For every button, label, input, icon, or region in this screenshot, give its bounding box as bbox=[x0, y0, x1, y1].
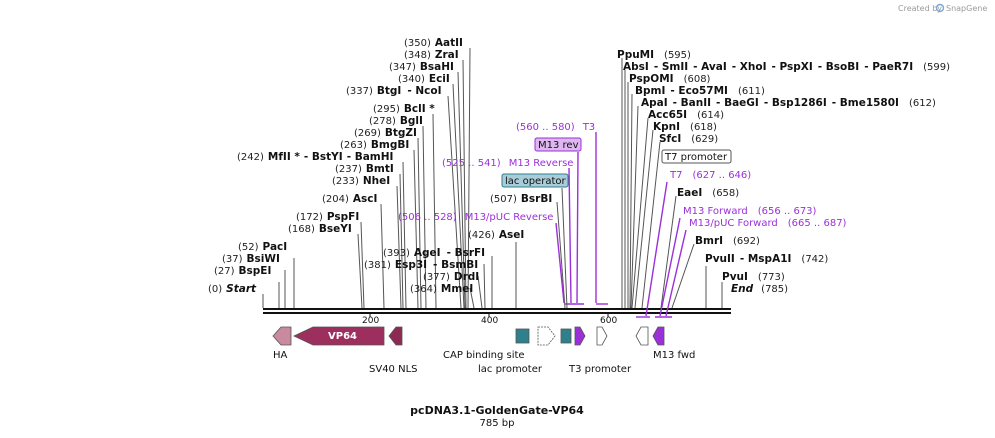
cap-binding-site-box[interactable] bbox=[515, 328, 530, 344]
site-label-ecii[interactable]: (340)EciI bbox=[398, 73, 450, 85]
feature-track: VP64 bbox=[272, 326, 665, 346]
site-label-bmgbi[interactable]: (263)BmgBI bbox=[340, 139, 409, 151]
site-label-bmti[interactable]: (237)BmtI bbox=[335, 163, 394, 175]
snapgene-logo-icon bbox=[935, 3, 945, 13]
m13-fwd-glyph[interactable] bbox=[652, 326, 665, 346]
site-label-zrai[interactable]: (348)ZraI bbox=[404, 49, 459, 61]
map-length: 785 bp bbox=[480, 418, 515, 429]
primer-label-m13-rev: M13 rev bbox=[538, 140, 579, 151]
primer-leaders bbox=[555, 132, 687, 318]
t3-promoter-arrow[interactable] bbox=[596, 326, 608, 346]
primer-binding-sites: (560 .. 580)T3 M13 rev (525 .. 541)M13 R… bbox=[398, 122, 847, 318]
site-label-bgli[interactable]: (278)BglI bbox=[369, 115, 423, 127]
m13-rev-glyph[interactable] bbox=[574, 326, 586, 346]
site-label-pvuii-mspa1i[interactable]: PvuII- MspA1I(742) bbox=[705, 253, 828, 265]
site-label-absi-group[interactable]: AbsI- SmII- AvaI- XhoI- PspXI- BsoBI- Pa… bbox=[623, 61, 950, 73]
t7-promoter-arrow[interactable] bbox=[635, 326, 649, 346]
site-label-asci[interactable]: (204)AscI bbox=[322, 193, 377, 205]
feature-label-ha: HA bbox=[273, 350, 288, 361]
primer-label-t7[interactable]: T7(627 .. 646) bbox=[669, 170, 751, 181]
ha-arrow[interactable] bbox=[272, 326, 292, 346]
site-label-btgi-ncoi[interactable]: (337)BtgI- NcoI bbox=[346, 85, 442, 97]
site-label-kpni[interactable]: KpnI(618) bbox=[653, 121, 717, 133]
primer-label-m13-puc-reverse[interactable]: (506 .. 528)M13/pUC Reverse bbox=[398, 212, 553, 223]
site-label-bpmi-eco57mi[interactable]: BpmI- Eco57MI(611) bbox=[635, 85, 765, 97]
map-title: pcDNA3.1-GoldenGate-VP64 bbox=[410, 404, 584, 417]
tick-600: 600 bbox=[600, 316, 617, 326]
site-label-agei-bsrfi[interactable]: (393)AgeI- BsrFI bbox=[383, 247, 485, 259]
sv40-nls-arrow[interactable] bbox=[388, 326, 403, 346]
site-label-mfii-bstyi-bamhi[interactable]: (242)MfII *- BstYI- BamHI bbox=[237, 151, 393, 163]
site-label-apai-group[interactable]: ApaI- BanII- BaeGI- Bsp1286I- Bme1580I(6… bbox=[641, 97, 936, 109]
primer-label-t3[interactable]: (560 .. 580)T3 bbox=[516, 122, 595, 133]
lac-operator-leader bbox=[561, 187, 568, 309]
site-label-bsahi[interactable]: (347)BsaHI bbox=[389, 61, 454, 73]
tick-400: 400 bbox=[481, 316, 498, 326]
site-label-btgzi[interactable]: (269)BtgZI bbox=[354, 127, 417, 139]
feature-label-lac-promoter: lac promoter bbox=[478, 364, 543, 375]
t7-promoter-label: T7 promoter bbox=[664, 152, 728, 163]
site-label-ppumi[interactable]: PpuMI(595) bbox=[617, 49, 691, 61]
site-label-bsiwi[interactable]: (37)BsiWI bbox=[222, 253, 280, 265]
feature-label-m13-fwd: M13 fwd bbox=[653, 350, 695, 361]
site-label-pspfi[interactable]: (172)PspFI bbox=[296, 211, 359, 223]
site-label-paci[interactable]: (52)PacI bbox=[238, 241, 287, 253]
lac-promoter-arrow[interactable] bbox=[537, 326, 556, 346]
m13-rev-box[interactable] bbox=[534, 137, 582, 152]
site-label-eaei[interactable]: EaeI(658) bbox=[677, 187, 739, 199]
feature-label-sv40-nls: SV40 NLS bbox=[369, 364, 418, 375]
end-label: End(785) bbox=[731, 283, 788, 295]
primer-label-m13-puc-forward[interactable]: M13/pUC Forward(665 .. 687) bbox=[689, 218, 847, 229]
primer-label-m13-forward[interactable]: M13 Forward(656 .. 673) bbox=[683, 206, 817, 217]
feature-label-t3-promoter: T3 promoter bbox=[568, 364, 632, 375]
primer-label-m13-reverse[interactable]: (525 .. 541)M13 Reverse bbox=[442, 158, 573, 169]
vp64-arrow[interactable] bbox=[293, 326, 385, 346]
vp64-inner-label: VP64 bbox=[328, 331, 357, 342]
site-label-pspomi[interactable]: PspOMI(608) bbox=[629, 73, 711, 85]
start-label: (0)Start bbox=[208, 283, 257, 295]
site-label-sfci[interactable]: SfcI(629) bbox=[659, 133, 718, 145]
tick-200: 200 bbox=[362, 316, 379, 326]
enzyme-labels-right: PpuMI(595) AbsI- SmII- AvaI- XhoI- PspXI… bbox=[617, 49, 950, 283]
site-label-nhei[interactable]: (233)NheI bbox=[332, 175, 390, 187]
enzyme-labels-left: (350)AatII (348)ZraI (347)BsaHI (340)Eci… bbox=[214, 37, 552, 295]
site-label-bseyi[interactable]: (168)BseYI bbox=[288, 223, 352, 235]
site-label-mmei[interactable]: (364)MmeI bbox=[410, 283, 473, 295]
lac-operator-box[interactable] bbox=[501, 173, 569, 188]
feature-labels: HA SV40 NLS CAP binding site lac promote… bbox=[273, 350, 695, 375]
site-label-bcli[interactable]: (295)BclI * bbox=[373, 103, 435, 115]
site-label-drdi[interactable]: (377)DrdI bbox=[423, 271, 479, 283]
backbone bbox=[263, 308, 731, 314]
t7-promoter-box[interactable] bbox=[661, 149, 732, 164]
credit-prefix: Created by bbox=[898, 4, 942, 13]
site-label-esp3i-bsmbi[interactable]: (381)Esp3I- BsmBI bbox=[364, 259, 478, 271]
backbone-ticks: 200 400 600 bbox=[362, 313, 617, 326]
site-label-aatii[interactable]: (350)AatII bbox=[404, 37, 463, 49]
feature-label-cap-binding-site: CAP binding site bbox=[443, 350, 525, 361]
site-label-bsrbi[interactable]: (507)BsrBI bbox=[490, 193, 552, 205]
site-label-asei[interactable]: (426)AseI bbox=[468, 229, 524, 241]
site-label-bspei[interactable]: (27)BspEI bbox=[214, 265, 271, 277]
site-label-pvui[interactable]: PvuI(773) bbox=[722, 271, 785, 283]
site-label-bmri[interactable]: BmrI(692) bbox=[695, 235, 760, 247]
lac-operator-glyph[interactable] bbox=[560, 328, 572, 344]
site-label-acc65i[interactable]: Acc65I(614) bbox=[648, 109, 724, 121]
credit-brand[interactable]: SnapGene bbox=[946, 4, 987, 13]
lac-operator-label: lac operator bbox=[505, 176, 566, 187]
site-leaders bbox=[262, 47, 723, 309]
